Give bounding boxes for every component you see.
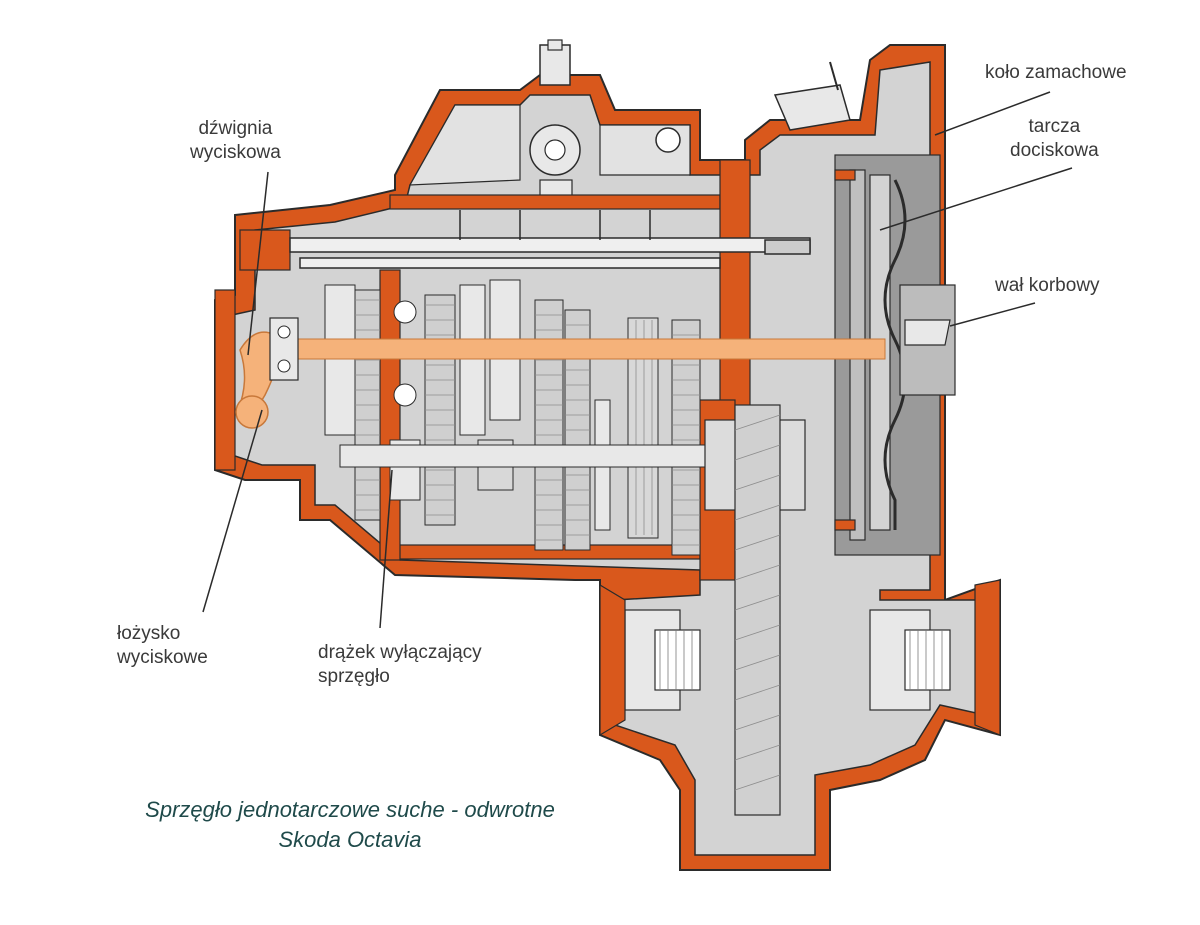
label-flywheel: koło zamachowe <box>985 62 1127 83</box>
rod-leader <box>379 469 393 629</box>
label-release-lever: dźwignia wyciskowa <box>190 118 281 163</box>
inner-casing-walls <box>214 159 751 581</box>
leader-lines <box>202 91 1073 629</box>
bearing-leader <box>202 409 263 613</box>
lever-leader <box>247 171 269 356</box>
caption-line-2: Skoda Octavia <box>278 827 422 852</box>
pressure-plate-leader <box>879 167 1073 231</box>
label-release-rod: drążek wyłączający sprzęgło <box>318 642 482 687</box>
label-crankshaft: wał korbowy <box>995 275 1100 296</box>
label-release-bearing: łożysko wyciskowe <box>117 623 208 668</box>
crankshaft-leader <box>949 302 1036 327</box>
flywheel-leader <box>934 91 1051 136</box>
release-bearing <box>269 317 299 381</box>
diagram-caption: Sprzęgło jednotarczowe suche - odwrotne … <box>40 795 660 855</box>
label-pressure-plate: tarcza dociskowa <box>1010 116 1099 161</box>
caption-line-1: Sprzęgło jednotarczowe suche - odwrotne <box>145 797 555 822</box>
input-shaft <box>284 338 886 360</box>
shift-rails <box>289 210 811 269</box>
final-drive <box>599 404 1001 816</box>
